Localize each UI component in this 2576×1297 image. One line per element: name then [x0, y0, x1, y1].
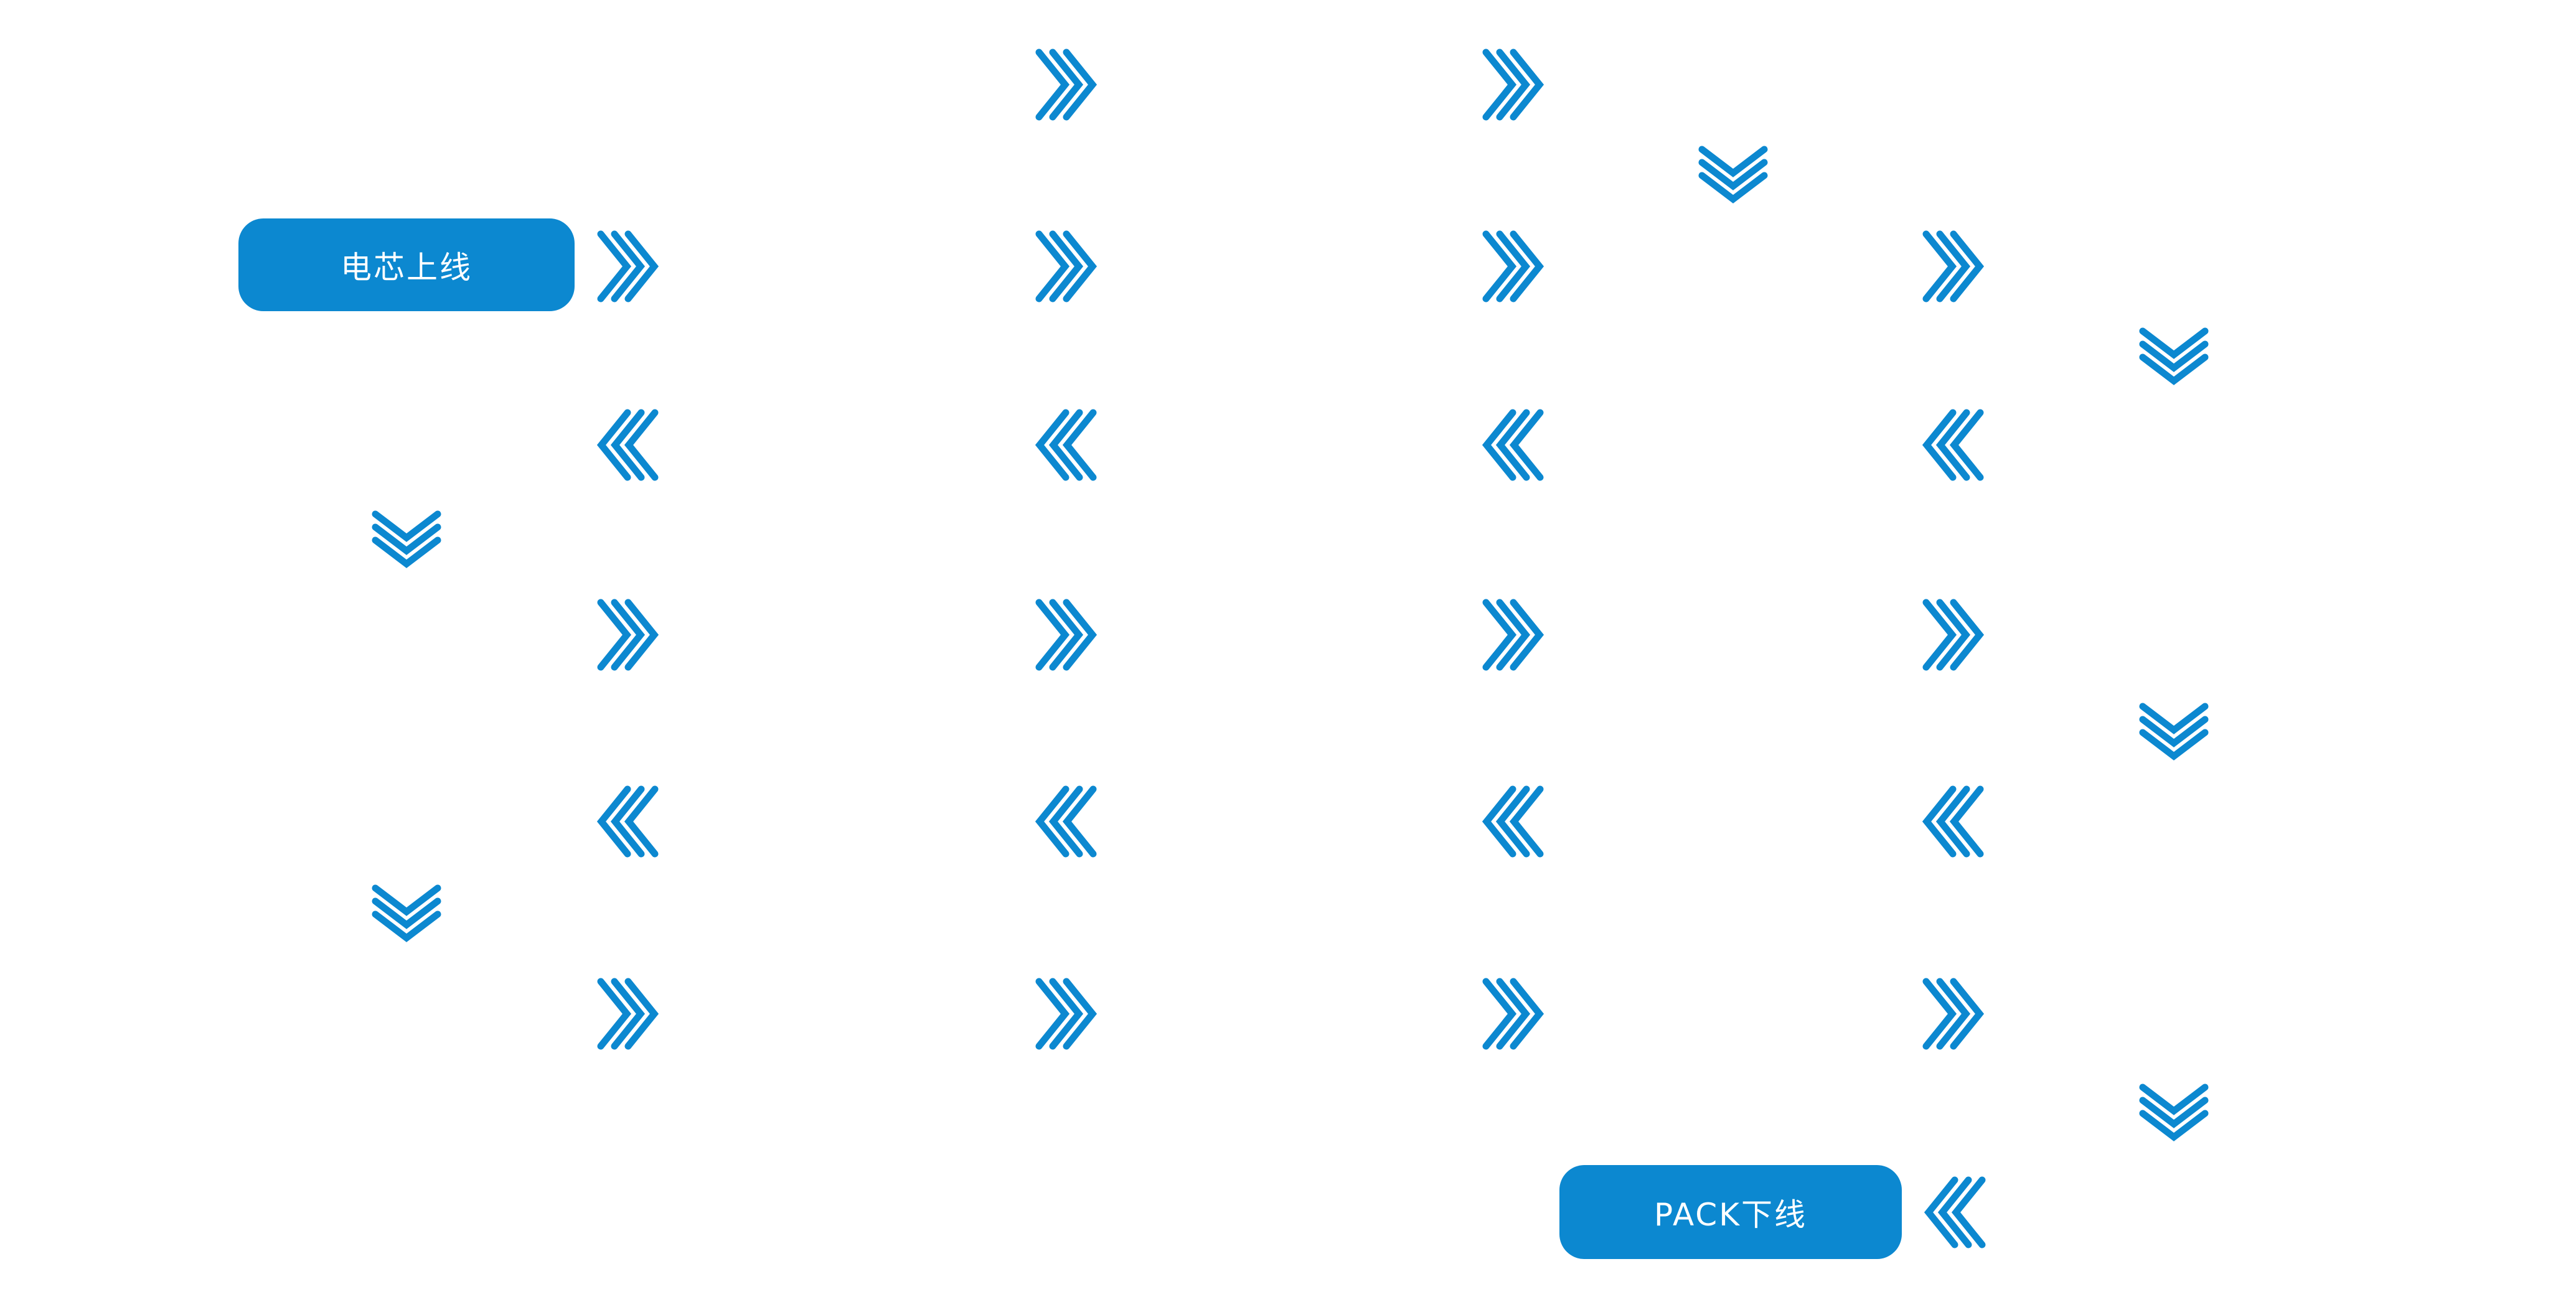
cell-online-button[interactable]: 电芯上线 [238, 218, 575, 311]
chevron-right-icon [1482, 230, 1544, 302]
chevron-down-icon [1698, 146, 1768, 204]
chevron-down-icon [372, 884, 441, 942]
chevron-left-icon [596, 785, 658, 858]
chevron-left-icon [1482, 409, 1543, 481]
chevron-down-icon [372, 510, 441, 568]
chevron-right-icon [1035, 978, 1097, 1050]
cell-online-label: 电芯上线 [341, 249, 472, 286]
chevron-left-icon [1482, 785, 1543, 858]
chevron-right-icon [1922, 599, 1984, 671]
chevron-left-icon [1924, 1176, 1985, 1248]
chevron-right-icon [1035, 599, 1097, 671]
chevron-right-icon [597, 599, 659, 671]
chevron-down-icon [2139, 327, 2209, 385]
chevron-down-icon [2139, 1084, 2209, 1141]
chevron-right-icon [1035, 230, 1097, 302]
chevron-right-icon [1922, 978, 1984, 1050]
chevron-left-icon [1035, 785, 1096, 858]
chevron-left-icon [596, 409, 658, 481]
chevron-right-icon [1482, 49, 1544, 121]
chevron-right-icon [1922, 230, 1984, 302]
chevron-right-icon [597, 978, 659, 1050]
chevron-left-icon [1922, 785, 1983, 858]
chevron-right-icon [1482, 599, 1544, 671]
pack-offline-label: PACK下线 [1654, 1196, 1807, 1233]
chevron-left-icon [1922, 409, 1983, 481]
chevron-right-icon [1482, 978, 1544, 1050]
chevron-right-icon [1035, 49, 1097, 121]
chevron-right-icon [597, 230, 659, 302]
chevron-left-icon [1035, 409, 1096, 481]
chevron-down-icon [2139, 703, 2209, 761]
pack-offline-button[interactable]: PACK下线 [1559, 1165, 1902, 1259]
